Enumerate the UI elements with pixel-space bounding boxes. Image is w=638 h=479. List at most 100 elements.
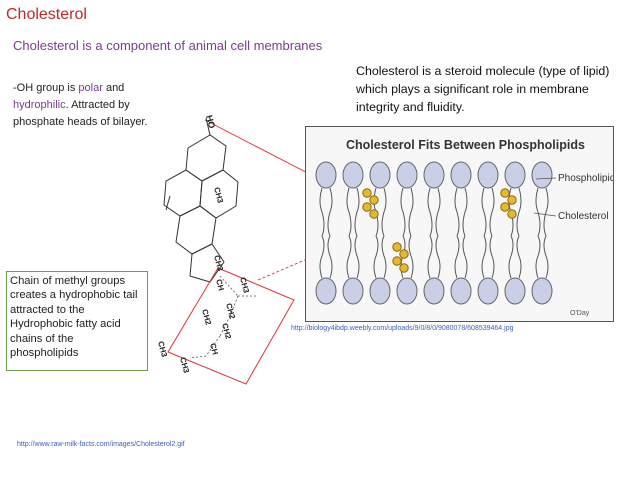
cholesterol-ring bbox=[500, 188, 510, 198]
lipid-tail bbox=[354, 187, 360, 237]
phospholipid-head bbox=[531, 161, 553, 189]
phospholipid-head bbox=[477, 161, 499, 189]
lipid-tail bbox=[481, 235, 487, 279]
label-ch3-a: CH3 bbox=[212, 186, 225, 204]
side-chain-bonds bbox=[189, 275, 256, 359]
label-ch3-e: CH3 bbox=[178, 356, 191, 374]
phospholipid-head bbox=[369, 277, 391, 305]
steroid-rings bbox=[163, 117, 239, 283]
membrane-title: Cholesterol Fits Between Phospholipids bbox=[346, 138, 585, 152]
lipid-tail bbox=[535, 235, 541, 279]
phospholipid-head bbox=[450, 277, 472, 305]
phospholipid-head bbox=[315, 277, 337, 305]
label-oh: HO bbox=[204, 114, 217, 130]
cholesterol-molecules bbox=[362, 188, 517, 273]
lipid-tail bbox=[481, 187, 487, 237]
top-leaflet-heads bbox=[315, 161, 553, 189]
lipid-tail bbox=[381, 235, 387, 279]
lipid-tail bbox=[319, 187, 325, 237]
cholesterol-ring bbox=[369, 195, 379, 205]
lipid-tail bbox=[346, 187, 352, 237]
lipid-tail bbox=[435, 187, 441, 237]
lipid-tail bbox=[516, 235, 522, 279]
lipid-tail bbox=[408, 187, 414, 237]
cholesterol-ring bbox=[362, 188, 372, 198]
figure-signature: O'Day bbox=[570, 310, 590, 317]
lipid-tail bbox=[489, 235, 495, 279]
cholesterol-leader bbox=[533, 212, 557, 217]
lipid-tail bbox=[489, 187, 495, 237]
label-ch2-b: CH2 bbox=[200, 308, 213, 326]
phospholipid-head bbox=[504, 277, 526, 305]
phospholipid-head bbox=[396, 277, 418, 305]
phospholipid-head bbox=[423, 277, 445, 305]
label-ch2-c: CH2 bbox=[220, 322, 233, 340]
cholesterol-ring bbox=[392, 242, 402, 252]
label-ch2-a: CH2 bbox=[224, 302, 237, 320]
lipid-tail bbox=[327, 235, 333, 279]
lipid-tail bbox=[435, 235, 441, 279]
lipid-tail bbox=[427, 235, 433, 279]
label-ch3-c: CH3 bbox=[238, 276, 251, 294]
oh-group-note: -OH group is polar and hydrophilic. Attr… bbox=[13, 80, 183, 131]
phospholipid-head bbox=[342, 161, 364, 189]
phospholipid-head bbox=[369, 161, 391, 189]
phospholipid-head bbox=[450, 161, 472, 189]
label-ch3-d: CH3 bbox=[156, 340, 169, 358]
oh-note-suffix: . Attracted by phosphate heads of bilaye… bbox=[13, 99, 148, 128]
lipid-tail bbox=[427, 187, 433, 237]
lipid-tail bbox=[462, 187, 468, 237]
oh-note-hydrophilic: hydrophilic bbox=[13, 99, 66, 111]
phospholipid-head bbox=[342, 277, 364, 305]
lipid-tail bbox=[400, 187, 406, 237]
lipid-tail bbox=[508, 235, 514, 279]
oh-note-polar: polar bbox=[78, 82, 103, 94]
phospholipid-head bbox=[531, 277, 553, 305]
lipid-tail bbox=[319, 235, 325, 279]
oh-note-prefix: -OH group is bbox=[13, 82, 79, 94]
phospholipid-head bbox=[315, 161, 337, 189]
phospholipid-head bbox=[477, 277, 499, 305]
methyl-chain-note: Chain of methyl groups creates a hydroph… bbox=[6, 271, 148, 371]
cholesterol-ring bbox=[399, 249, 409, 259]
oh-note-and: and bbox=[102, 82, 125, 94]
side-chain-outline bbox=[167, 267, 295, 385]
steroid-note: Cholesterol is a steroid molecule (type … bbox=[356, 64, 610, 114]
cholesterol-ring bbox=[392, 256, 402, 266]
slide-subtitle: Cholesterol is a component of animal cel… bbox=[13, 38, 323, 53]
phospholipid-head bbox=[423, 161, 445, 189]
membrane-figure: Cholesterol Fits Between Phospholipids P… bbox=[305, 126, 615, 322]
label-ch3-b: CH3 bbox=[212, 254, 225, 272]
lipid-tail bbox=[535, 187, 541, 237]
lipid-tail bbox=[543, 187, 549, 237]
lipid-tail bbox=[327, 187, 333, 237]
label-ch: CH bbox=[214, 278, 226, 292]
cholesterol-ring bbox=[500, 202, 510, 212]
lipid-tail bbox=[381, 187, 387, 237]
cholesterol-ring bbox=[507, 209, 517, 219]
cholesterol-ring bbox=[399, 263, 409, 273]
phospholipid-head bbox=[504, 161, 526, 189]
label-phospholipid: Phospholipid bbox=[558, 173, 613, 184]
lipid-tail bbox=[373, 235, 379, 279]
slide-title: Cholesterol bbox=[6, 6, 87, 23]
lipid-tail bbox=[454, 187, 460, 237]
phospholipid-leader bbox=[535, 177, 557, 180]
lipid-tail bbox=[354, 235, 360, 279]
bottom-leaflet-heads bbox=[315, 277, 553, 305]
lipid-tail bbox=[543, 235, 549, 279]
label-ch-b: CH bbox=[208, 342, 220, 356]
cholesterol-ring bbox=[362, 202, 372, 212]
source-link-left[interactable]: http://www.raw-milk-facts.com/images/Cho… bbox=[17, 441, 185, 448]
label-cholesterol: Cholesterol bbox=[558, 211, 609, 222]
membrane-illustration: Cholesterol Fits Between Phospholipids P… bbox=[315, 138, 615, 317]
cholesterol-ring bbox=[507, 195, 517, 205]
source-link-right[interactable]: http://biology4ibdp.weebly.com/uploads/9… bbox=[291, 325, 514, 332]
cholesterol-ring bbox=[369, 209, 379, 219]
lipid-tail bbox=[454, 235, 460, 279]
lipid-tail bbox=[516, 187, 522, 237]
lipid-tail bbox=[408, 235, 414, 279]
lipid-tail bbox=[462, 235, 468, 279]
lipid-tail bbox=[346, 235, 352, 279]
phospholipid-head bbox=[396, 161, 418, 189]
